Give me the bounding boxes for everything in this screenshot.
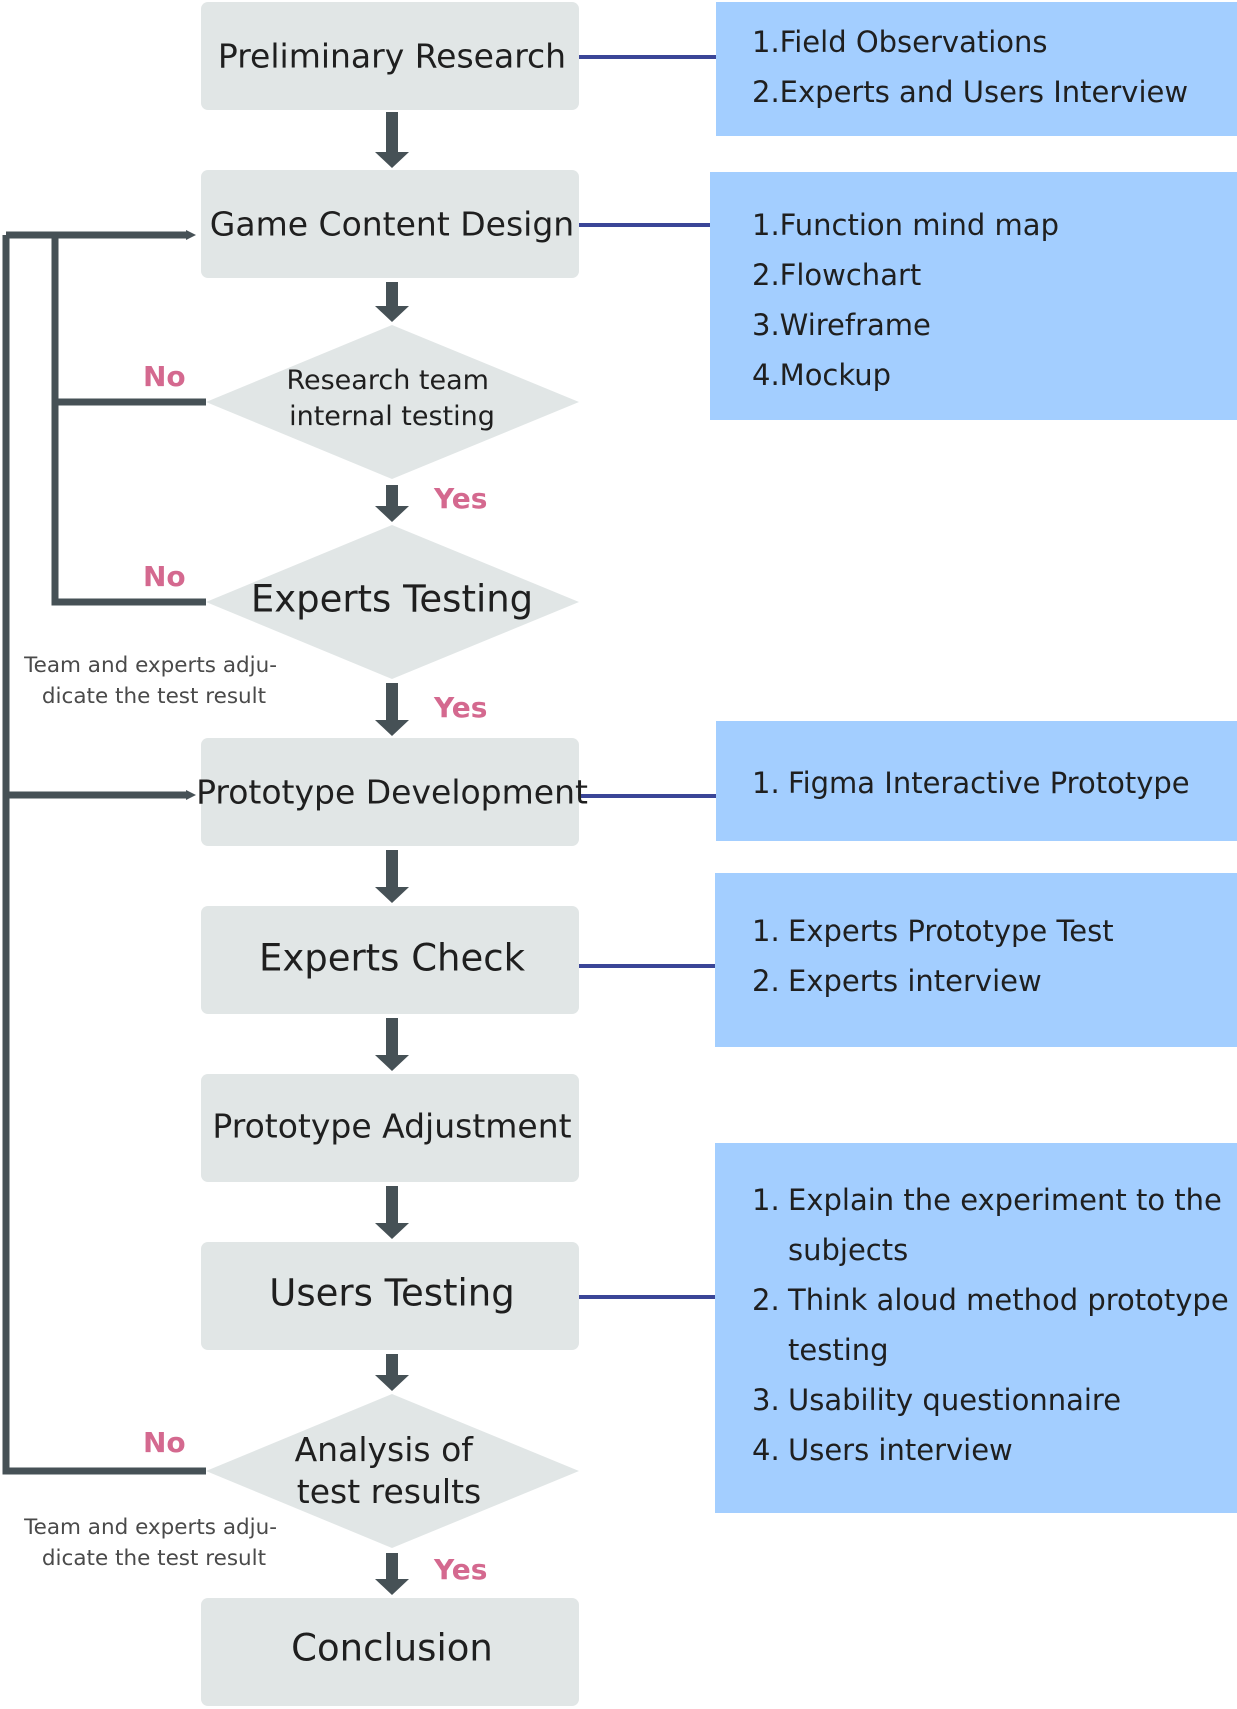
expert-check-item-2: Experts interview xyxy=(788,964,1042,998)
down-arrow-5 xyxy=(375,850,409,903)
side-panel-expert-check-methods xyxy=(715,873,1237,1047)
note-adjudicate-analysis-line1: Team and experts adju- xyxy=(23,1515,277,1540)
label-research-team-testing-line1: Research team xyxy=(286,365,488,396)
box-preliminary-research xyxy=(201,2,579,110)
label-experts-testing: Experts Testing xyxy=(251,578,533,621)
yes-label-3: Yes xyxy=(433,1553,487,1586)
design-outputs-item-2: 2.Flowchart xyxy=(752,258,921,292)
down-arrow-2 xyxy=(375,282,409,322)
note-adjudicate-experts-line2: dicate the test result xyxy=(42,684,266,709)
label-prototype-development: Prototype Development xyxy=(196,773,588,812)
no-label-2: No xyxy=(143,560,186,593)
user-testing-num-3: 3. xyxy=(752,1383,780,1417)
box-prototype-development xyxy=(201,738,579,846)
research-methods-item-1: 1.Field Observations xyxy=(752,25,1048,59)
note-adjudicate-analysis-line2: dicate the test result xyxy=(42,1546,266,1571)
user-testing-item-1: Explain the experiment to the xyxy=(788,1183,1222,1217)
label-users-testing: Users Testing xyxy=(269,1272,514,1315)
label-preliminary-research: Preliminary Research xyxy=(218,37,566,76)
note-adjudicate-analysis: Team and experts adju- dicate the test r… xyxy=(23,1515,284,1571)
label-research-team-testing-line2: internal testing xyxy=(289,401,495,432)
down-arrow-7 xyxy=(375,1186,409,1239)
label-research-team-testing: Research team internal testing xyxy=(286,365,497,432)
user-testing-num-1: 1. xyxy=(752,1183,780,1217)
expert-check-num-1: 1. xyxy=(752,914,780,948)
no-label-1: No xyxy=(143,360,186,393)
prototype-tools-item-1: Figma Interactive Prototype xyxy=(788,766,1190,800)
down-arrow-4 xyxy=(375,683,409,736)
design-outputs-item-4: 4.Mockup xyxy=(752,358,891,392)
no-label-3: No xyxy=(143,1426,186,1459)
user-testing-num-2: 2. xyxy=(752,1283,780,1317)
expert-check-item-1: Experts Prototype Test xyxy=(788,914,1114,948)
label-analysis: Analysis of test results xyxy=(295,1430,484,1511)
down-arrow-9 xyxy=(375,1553,409,1595)
diamond-analysis xyxy=(206,1394,579,1548)
user-testing-item-2: Think aloud method prototype xyxy=(787,1283,1229,1317)
yes-label-1: Yes xyxy=(433,482,487,515)
box-game-content-design xyxy=(201,170,579,278)
research-methods-item-2: 2.Experts and Users Interview xyxy=(752,75,1188,109)
down-arrow-6 xyxy=(375,1018,409,1071)
expert-check-num-2: 2. xyxy=(752,964,780,998)
user-testing-num-4: 4. xyxy=(752,1433,780,1467)
user-testing-item-4: Users interview xyxy=(788,1433,1013,1467)
user-testing-item-1-cont: subjects xyxy=(788,1233,908,1267)
design-outputs-item-1: 1.Function mind map xyxy=(752,208,1059,242)
note-adjudicate-experts-line1: Team and experts adju- xyxy=(23,653,277,678)
user-testing-item-3: Usability questionnaire xyxy=(788,1383,1121,1417)
label-experts-check: Experts Check xyxy=(259,937,526,980)
user-testing-item-2-cont: testing xyxy=(788,1333,889,1367)
down-arrow-3 xyxy=(375,485,409,522)
yes-label-2: Yes xyxy=(433,691,487,724)
label-prototype-adjustment: Prototype Adjustment xyxy=(212,1107,571,1146)
side-panel-research-methods xyxy=(716,2,1237,136)
prototype-tools-num-1: 1. xyxy=(752,766,780,800)
no-loop-analysis-outer xyxy=(2,235,206,1475)
side-panel-design-outputs xyxy=(710,172,1237,420)
side-panel-prototype-tools xyxy=(716,721,1237,841)
down-arrow-8 xyxy=(375,1354,409,1391)
box-prototype-adjustment xyxy=(201,1074,579,1182)
diamond-experts-testing xyxy=(206,525,579,679)
box-users-testing xyxy=(201,1242,579,1350)
box-experts-check xyxy=(201,906,579,1014)
diamond-research-team-testing xyxy=(206,325,579,479)
box-conclusion xyxy=(201,1598,579,1706)
design-outputs-item-3: 3.Wireframe xyxy=(752,308,931,342)
side-panel-user-testing-methods xyxy=(715,1143,1237,1513)
no-loop-experts-testing xyxy=(51,402,206,606)
label-game-content-design: Game Content Design xyxy=(210,205,574,244)
label-analysis-line1: Analysis of xyxy=(295,1430,475,1469)
down-arrow-1 xyxy=(375,112,409,168)
note-adjudicate-experts: Team and experts adju- dicate the test r… xyxy=(23,653,284,709)
label-conclusion: Conclusion xyxy=(291,1627,493,1670)
label-analysis-line2: test results xyxy=(297,1472,481,1511)
